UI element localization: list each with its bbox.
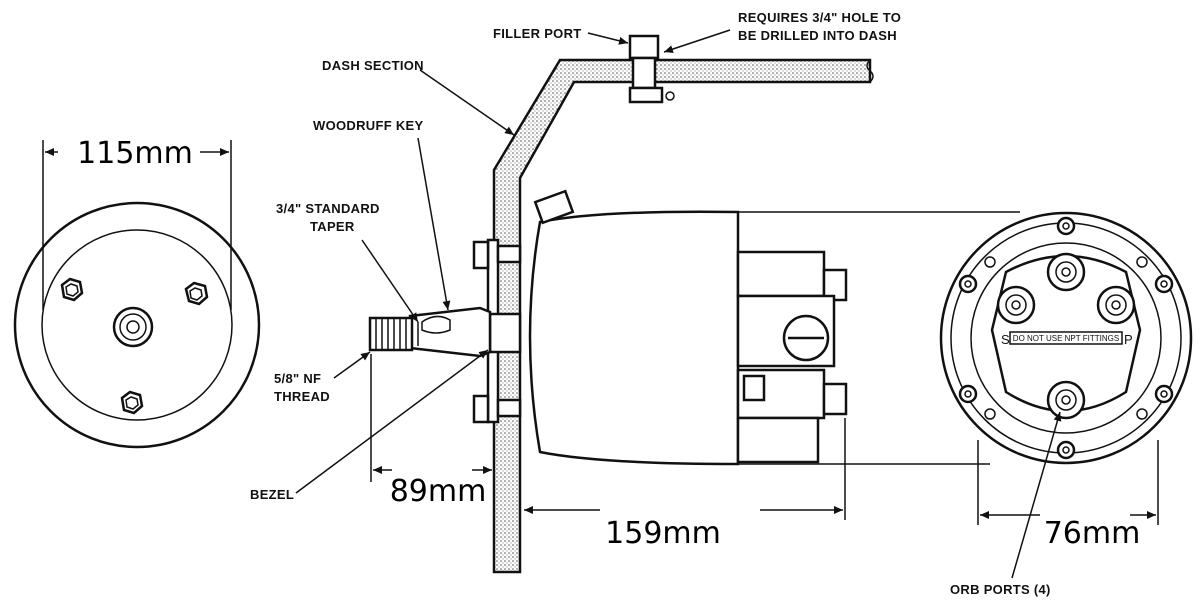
- label-thread-1: 5/8" NF: [274, 371, 321, 386]
- dimension-115mm: 115mm: [42, 136, 232, 310]
- mount-hole-icon: [958, 274, 978, 294]
- shaft-collar: [488, 312, 522, 354]
- center-shaft-icon: [112, 306, 154, 348]
- bolt-icon: [472, 240, 522, 270]
- label-woodruff-key: WOODRUFF KEY: [313, 118, 424, 133]
- label-standard-taper-1: 3/4" STANDARD: [276, 201, 380, 216]
- bolt-icon: [120, 390, 144, 415]
- rear-manifold: [736, 250, 848, 464]
- threaded-end: [368, 316, 414, 352]
- label-dash-section: DASH SECTION: [322, 58, 424, 73]
- port-s-label: S: [1001, 332, 1010, 347]
- port-icon: [1046, 380, 1086, 420]
- dimension-159mm: 159mm: [524, 418, 846, 551]
- label-filler-port: FILLER PORT: [493, 26, 582, 41]
- label-bezel: BEZEL: [250, 487, 294, 502]
- callouts: FILLER PORT REQUIRES 3/4" HOLE TO BE DRI…: [250, 10, 901, 502]
- bolt-icon: [60, 277, 84, 302]
- dimension-89mm: 89mm: [370, 354, 492, 509]
- front-view: 115mm: [13, 136, 261, 449]
- mount-hole-icon: [1056, 216, 1076, 236]
- rear-outer-ring: [939, 211, 1193, 465]
- bezel-outer-ring: [13, 201, 261, 449]
- label-orb-ports: ORB PORTS (4): [950, 582, 1051, 597]
- port-p-label: P: [1124, 332, 1133, 347]
- rear-view: DO NOT USE NPT FITTINGS S P 76mm ORB POR…: [939, 211, 1193, 597]
- dimension-76mm: 76mm: [977, 440, 1159, 551]
- mount-hole-icon: [1154, 384, 1174, 404]
- label-requires-hole-2: BE DRILLED INTO DASH: [738, 28, 897, 43]
- mount-hole-icon: [1154, 274, 1174, 294]
- bolt-icon: [184, 281, 209, 306]
- filler-port: [533, 34, 675, 225]
- label-standard-taper-2: TAPER: [310, 219, 355, 234]
- port-icon: [1096, 285, 1136, 325]
- side-view: FILLER PORT REQUIRES 3/4" HOLE TO BE DRI…: [250, 10, 901, 574]
- pump-body: [528, 210, 740, 466]
- dimension-bezel-diameter: 115mm: [77, 136, 193, 171]
- dimension-rear-width: 76mm: [1044, 516, 1141, 551]
- bolt-icon: [472, 394, 522, 424]
- mount-hole-icon: [1056, 440, 1076, 460]
- taper-shaft: [408, 306, 492, 358]
- port-icon: [1046, 252, 1086, 292]
- port-icon: [996, 285, 1036, 325]
- dimension-shaft-length: 89mm: [390, 474, 487, 509]
- plate-warning-text: DO NOT USE NPT FITTINGS: [1013, 334, 1119, 343]
- label-requires-hole-1: REQUIRES 3/4" HOLE TO: [738, 10, 901, 25]
- bezel-inner-ring: [41, 229, 233, 421]
- mount-hole-icon: [958, 384, 978, 404]
- label-thread-2: THREAD: [274, 389, 330, 404]
- dimension-body-length: 159mm: [605, 516, 721, 551]
